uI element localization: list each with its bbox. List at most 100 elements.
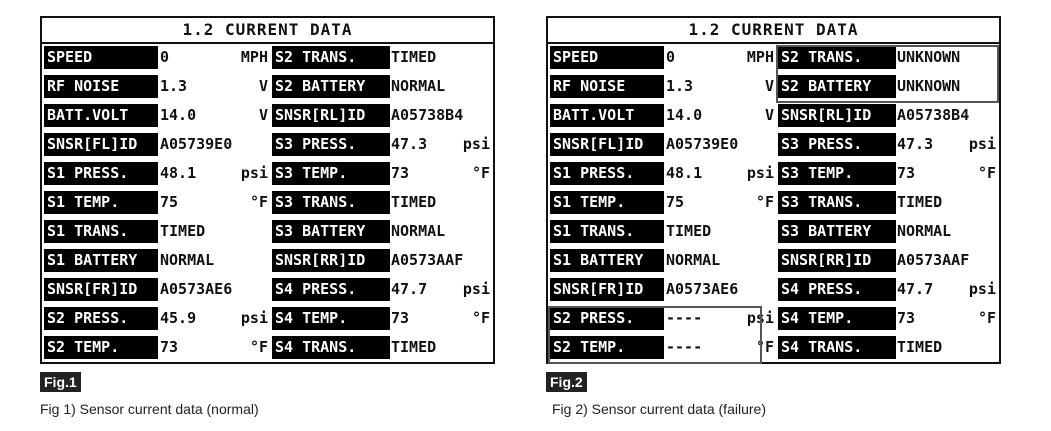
param-label: S1 TEMP.	[550, 191, 664, 214]
param-label: S3 PRESS.	[778, 133, 896, 156]
param-unit: °F	[471, 164, 490, 182]
param-unit: °F	[977, 164, 996, 182]
param-unit: MPH	[240, 48, 268, 66]
param-unit: °F	[977, 309, 996, 327]
param-label: SNSR[FL]ID	[44, 133, 158, 156]
param-label: S3 PRESS.	[272, 133, 390, 156]
param-unit: °F	[755, 338, 774, 356]
param-unit: V	[764, 77, 774, 95]
param-label: BATT.VOLT	[550, 104, 664, 127]
param-label: RF NOISE	[44, 75, 158, 98]
param-label: S2 TEMP.	[550, 336, 664, 359]
param-value: A0573AAF	[391, 251, 464, 269]
param-unit: psi	[240, 164, 268, 182]
param-value: 14.0	[666, 106, 703, 124]
param-value: ----	[666, 309, 703, 327]
param-value: NORMAL	[391, 77, 446, 95]
param-value: 1.3	[160, 77, 188, 95]
param-value: 0	[160, 48, 170, 66]
param-label: BATT.VOLT	[44, 104, 158, 127]
figure-badge: Fig.2	[546, 372, 587, 392]
param-value: UNKNOWN	[897, 77, 961, 95]
param-value: NORMAL	[666, 251, 721, 269]
param-value: 14.0	[160, 106, 197, 124]
param-value: 73	[391, 164, 410, 182]
param-label: S4 TRANS.	[272, 336, 390, 359]
param-value: 75	[160, 193, 179, 211]
param-label: S2 TRANS.	[272, 46, 390, 69]
param-label: S3 BATTERY	[272, 220, 390, 243]
param-label: S3 TRANS.	[272, 191, 390, 214]
param-value: A0573AE6	[666, 280, 739, 298]
param-label: S2 BATTERY	[778, 75, 896, 98]
param-label: S4 TRANS.	[778, 336, 896, 359]
param-value: 47.3	[897, 135, 934, 153]
param-unit: psi	[746, 309, 774, 327]
param-value: 73	[897, 164, 916, 182]
param-label: RF NOISE	[550, 75, 664, 98]
param-label: S1 BATTERY	[44, 249, 158, 272]
param-label: SNSR[RR]ID	[778, 249, 896, 272]
param-label: SPEED	[44, 46, 158, 69]
screen-title: 1.2 CURRENT DATA	[42, 18, 493, 44]
param-label: S2 BATTERY	[272, 75, 390, 98]
param-label: S1 TRANS.	[44, 220, 158, 243]
param-unit: psi	[968, 280, 996, 298]
param-value: A0573AAF	[897, 251, 970, 269]
param-label: S1 TRANS.	[550, 220, 664, 243]
param-label: SNSR[FR]ID	[44, 278, 158, 301]
param-label: S3 TEMP.	[272, 162, 390, 185]
param-label: S3 BATTERY	[778, 220, 896, 243]
param-label: SNSR[FL]ID	[550, 133, 664, 156]
param-value: 48.1	[666, 164, 703, 182]
param-label: SNSR[RR]ID	[272, 249, 390, 272]
param-value: 0	[666, 48, 676, 66]
param-label: SPEED	[550, 46, 664, 69]
param-value: 73	[160, 338, 179, 356]
figure-badge: Fig.1	[40, 372, 81, 392]
param-label: S4 TEMP.	[272, 307, 390, 330]
param-value: 47.7	[897, 280, 934, 298]
param-value: A05739E0	[160, 135, 233, 153]
param-label: S4 TEMP.	[778, 307, 896, 330]
param-value: TIMED	[160, 222, 206, 240]
param-value: TIMED	[666, 222, 712, 240]
param-label: S1 TEMP.	[44, 191, 158, 214]
param-unit: V	[258, 106, 268, 124]
param-label: S2 TRANS.	[778, 46, 896, 69]
param-label: S1 PRESS.	[44, 162, 158, 185]
figure-caption: Fig 1) Sensor current data (normal)	[40, 401, 259, 417]
param-label: S4 PRESS.	[778, 278, 896, 301]
param-value: A05739E0	[666, 135, 739, 153]
param-label: SNSR[FR]ID	[550, 278, 664, 301]
param-value: A05738B4	[897, 106, 970, 124]
param-unit: °F	[249, 338, 268, 356]
param-label: S2 PRESS.	[44, 307, 158, 330]
param-label: S4 PRESS.	[272, 278, 390, 301]
param-unit: psi	[746, 164, 774, 182]
screen-title: 1.2 CURRENT DATA	[548, 18, 999, 44]
param-value: TIMED	[391, 193, 437, 211]
param-value: NORMAL	[897, 222, 952, 240]
param-value: 1.3	[666, 77, 694, 95]
param-label: SNSR[RL]ID	[778, 104, 896, 127]
param-label: S1 PRESS.	[550, 162, 664, 185]
